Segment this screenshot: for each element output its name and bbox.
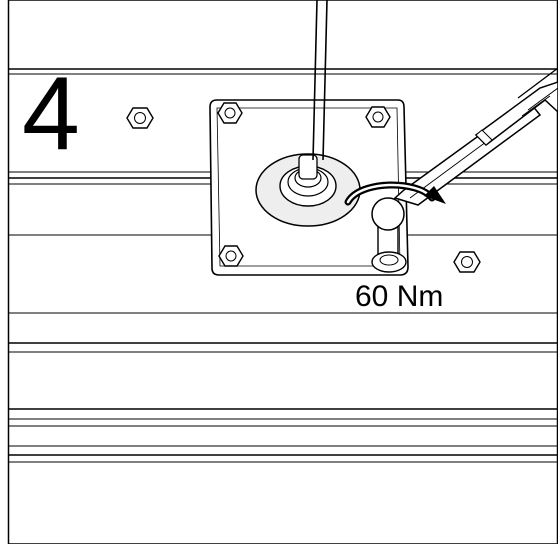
step-number: 4 bbox=[22, 56, 80, 172]
rotation-arrow-icon bbox=[344, 181, 446, 206]
rail-bolt-left bbox=[126, 107, 154, 129]
vertical-cable bbox=[312, 0, 328, 161]
rail-bolt-right bbox=[453, 251, 481, 273]
torque-wrench bbox=[393, 67, 558, 206]
center-mount bbox=[255, 153, 361, 227]
pipe-fitting bbox=[371, 197, 407, 273]
plate-bolt-top-left bbox=[217, 102, 243, 124]
plate-bolt-top-right bbox=[365, 106, 391, 128]
plate-bolt-bottom-left bbox=[218, 245, 244, 267]
torque-label: 60 Nm bbox=[355, 280, 444, 313]
